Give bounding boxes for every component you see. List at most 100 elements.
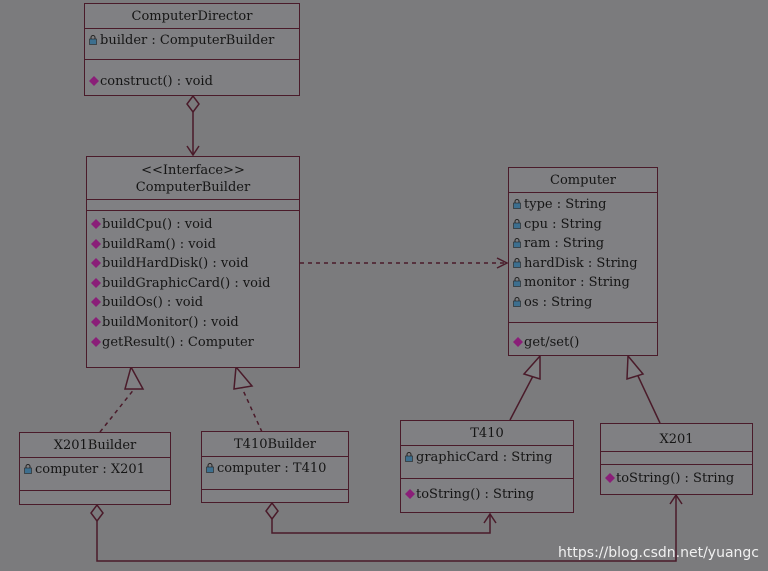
lock-field-icon <box>513 296 521 307</box>
attribute-row: graphicCard : String <box>404 448 570 468</box>
aggregation-t410builder-t410 <box>265 501 279 521</box>
operation-section: toString() : String <box>601 464 752 491</box>
lock-field-icon <box>89 35 97 45</box>
class-computer-builder: <<Interface>> ComputerBuilder buildCpu()… <box>86 156 300 368</box>
operation-row: toString() : String <box>404 485 570 505</box>
class-name: X201Builder <box>53 438 137 453</box>
operation-text: toString() : String <box>616 471 735 486</box>
aggregation-x201builder-x201-arrow <box>669 493 683 505</box>
operation-section: buildCpu() : void buildRam() : void buil… <box>87 210 299 354</box>
inheritance-t410-head <box>522 354 541 381</box>
realization-x201builder <box>99 387 136 433</box>
class-header: <<Interface>> ComputerBuilder <box>87 157 299 199</box>
operation-row: buildCpu() : void <box>90 215 296 235</box>
method-diamond-icon <box>91 297 101 308</box>
lock-field-icon <box>24 464 32 474</box>
operation-text: buildRam() : void <box>102 236 216 252</box>
attribute-row: cpu : String <box>512 215 654 235</box>
aggregation-t410builder-t410-arrow <box>483 512 497 524</box>
class-stereotype: <<Interface>> <box>141 163 245 178</box>
class-computer-director: ComputerDirector builder : ComputerBuild… <box>84 3 300 96</box>
class-name: T410 <box>470 426 504 441</box>
method-diamond-icon <box>513 337 523 347</box>
class-t410: T410 graphicCard : String toString() : S… <box>400 420 574 513</box>
class-name: X201 <box>659 432 694 447</box>
class-name: T410Builder <box>234 437 316 452</box>
operation-text: get/set() <box>524 335 580 350</box>
operation-section <box>202 489 348 502</box>
attribute-text: cpu : String <box>524 216 602 232</box>
attribute-row: builder : ComputerBuilder <box>88 31 296 51</box>
attribute-row: ram : String <box>512 234 654 254</box>
operation-row: buildMonitor() : void <box>90 313 296 333</box>
realization-x201builder-head <box>124 365 145 390</box>
dependency-builder-computer-arrow <box>496 257 509 269</box>
attribute-row: hardDisk : String <box>512 254 654 274</box>
operation-section <box>20 490 170 503</box>
attribute-text: hardDisk : String <box>524 255 638 271</box>
operation-row: getResult() : Computer <box>90 333 296 353</box>
operation-row: construct() : void <box>88 72 296 92</box>
attribute-text: ram : String <box>524 236 605 252</box>
operation-row: get/set() <box>512 333 654 353</box>
class-t410-builder: T410Builder computer : T410 <box>201 431 349 503</box>
attribute-text: builder : ComputerBuilder <box>100 33 275 48</box>
attribute-section: builder : ComputerBuilder <box>85 28 299 59</box>
aggregation-x201builder-x201 <box>90 503 104 523</box>
attribute-section: computer : T410 <box>202 456 348 489</box>
aggregation-x201builder-x201-line <box>96 495 677 562</box>
operation-text: construct() : void <box>100 74 213 89</box>
inheritance-x201 <box>637 375 661 424</box>
aggregation-director-builder-arrow <box>186 145 200 157</box>
class-name: ComputerDirector <box>131 9 253 24</box>
operation-row: buildRam() : void <box>90 235 296 255</box>
attribute-section: graphicCard : String <box>401 445 573 478</box>
aggregation-director-builder <box>186 94 200 114</box>
inheritance-t410 <box>509 375 534 421</box>
watermark-text: https://blog.csdn.net/yuangc <box>558 545 759 561</box>
inheritance-x201-head <box>626 354 645 381</box>
realization-t410builder-head <box>233 365 254 390</box>
attribute-text: os : String <box>524 294 593 310</box>
attribute-text: monitor : String <box>524 275 630 291</box>
lock-field-icon <box>513 218 521 229</box>
operation-section: toString() : String <box>401 478 573 507</box>
method-diamond-icon <box>405 489 415 499</box>
method-diamond-icon <box>91 277 101 288</box>
class-x201-builder: X201Builder computer : X201 <box>19 432 171 505</box>
operation-text: buildHardDisk() : void <box>102 256 249 272</box>
operation-section: get/set() <box>509 322 657 355</box>
operation-text: buildMonitor() : void <box>102 314 239 330</box>
attribute-section: computer : X201 <box>20 457 170 490</box>
class-name: ComputerBuilder <box>135 180 251 195</box>
lock-field-icon <box>513 199 521 209</box>
lock-field-icon <box>206 463 214 473</box>
operation-text: getResult() : Computer <box>102 334 254 350</box>
method-diamond-icon <box>89 76 99 86</box>
operation-row: buildHardDisk() : void <box>90 254 296 274</box>
realization-t410builder <box>241 387 263 433</box>
method-diamond-icon <box>91 316 101 327</box>
aggregation-t410builder-t410-line <box>271 514 491 534</box>
attribute-row: monitor : String <box>512 273 654 293</box>
attribute-section <box>601 451 752 464</box>
lock-field-icon <box>405 452 413 462</box>
operation-section: construct() : void <box>85 59 299 94</box>
operation-text: buildCpu() : void <box>102 217 213 232</box>
operation-row: buildOs() : void <box>90 293 296 313</box>
class-computer: Computer type : String cpu : String ram … <box>508 167 658 356</box>
lock-field-icon <box>513 238 521 248</box>
class-x201: X201 toString() : String <box>600 423 753 495</box>
class-name: Computer <box>550 173 616 188</box>
attribute-text: graphicCard : String <box>416 450 553 465</box>
operation-row: buildGraphicCard() : void <box>90 274 296 294</box>
attribute-row: type : String <box>512 195 654 215</box>
attribute-section <box>87 199 299 210</box>
lock-field-icon <box>513 277 521 288</box>
attribute-row: os : String <box>512 293 654 313</box>
attribute-text: computer : T410 <box>217 461 327 476</box>
method-diamond-icon <box>91 258 101 269</box>
operation-text: toString() : String <box>416 487 535 502</box>
